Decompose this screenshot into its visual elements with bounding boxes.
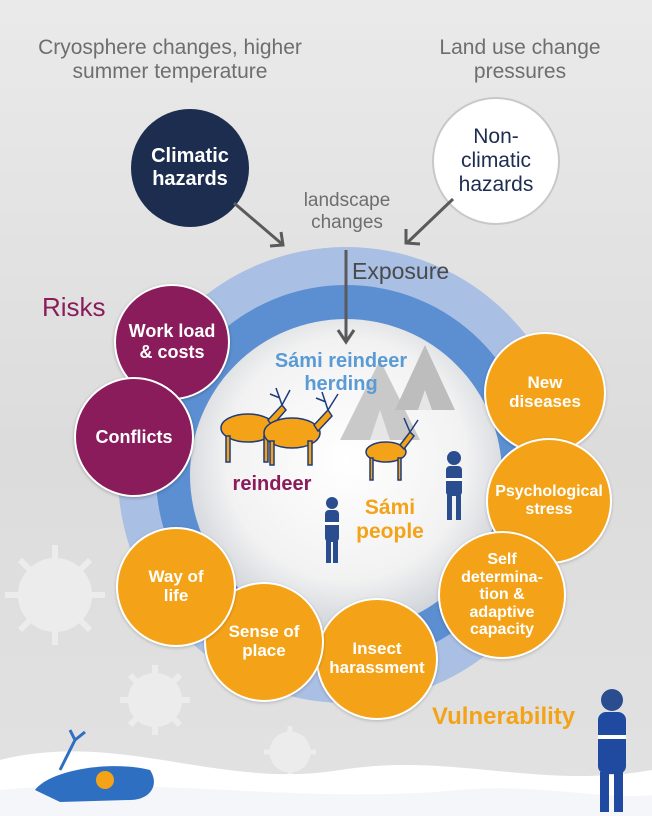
risks-label: Risks (42, 292, 106, 322)
vuln-insect-harassment-label: Insect harassment (329, 639, 425, 677)
risk-conflicts: Conflicts (74, 377, 194, 497)
non-climatic-hazards-label: Non- climatic hazards (458, 124, 534, 197)
virus-icon-3 (264, 726, 316, 778)
risk-conflicts-label: Conflicts (95, 426, 173, 447)
non-climatic-arrowhead (404, 229, 421, 246)
vuln-insect-harassment: Insect harassment (316, 598, 438, 720)
landscape-arrowhead (336, 329, 356, 345)
vuln-sense-of-place-label: Sense of place (228, 622, 300, 660)
vuln-way-of-life-label: Way of life (148, 567, 204, 605)
climatic-hazards-label: Climatic hazards (151, 145, 229, 190)
vuln-self-determination-label: Self determina- tion & adaptive capacity (461, 551, 543, 639)
non-climatic-hazards-circle: Non- climatic hazards (432, 97, 560, 225)
sami-person-icon-2 (325, 497, 339, 563)
climatic-arrow (233, 201, 283, 246)
virus-icon-2 (120, 665, 190, 735)
header-climatic-drivers: Cryosphere changes, higher summer temper… (38, 36, 302, 84)
sami-person-icon-3 (598, 689, 626, 812)
landscape-changes-label: landscape changes (303, 190, 391, 233)
exposure-label: Exposure (352, 258, 450, 284)
lavvu-tent-icon (340, 345, 455, 440)
vuln-self-determination: Self determina- tion & adaptive capacity (438, 531, 566, 659)
vuln-new-diseases-label: New diseases (509, 373, 581, 411)
header-land-use-drivers: Land use change pressures (439, 36, 601, 84)
reindeer-herd-icon (220, 387, 419, 481)
vuln-psychological-stress-label: Psychological stress (495, 483, 603, 518)
reindeer-label: reindeer (232, 473, 312, 495)
risk-work-load: Work load & costs (114, 284, 230, 400)
non-climatic-arrow (406, 197, 455, 244)
vulnerability-label: Vulnerability (432, 703, 576, 730)
herding-title: Sámi reindeer herding (274, 350, 408, 395)
vuln-new-diseases: New diseases (484, 332, 606, 454)
vuln-way-of-life: Way of life (116, 527, 236, 647)
reindeer-sun-icon (35, 729, 154, 802)
sami-person-icon (446, 451, 462, 520)
snow-ground-shade (0, 785, 652, 816)
climatic-hazards-circle: Climatic hazards (131, 109, 249, 227)
sami-people-label: Sámi people (356, 496, 424, 544)
hazard-arrows (233, 197, 455, 345)
virus-icon (5, 545, 105, 645)
climatic-arrowhead (269, 231, 285, 248)
vuln-sense-of-place: Sense of place (204, 582, 324, 702)
risk-work-load-label: Work load & costs (128, 321, 216, 362)
